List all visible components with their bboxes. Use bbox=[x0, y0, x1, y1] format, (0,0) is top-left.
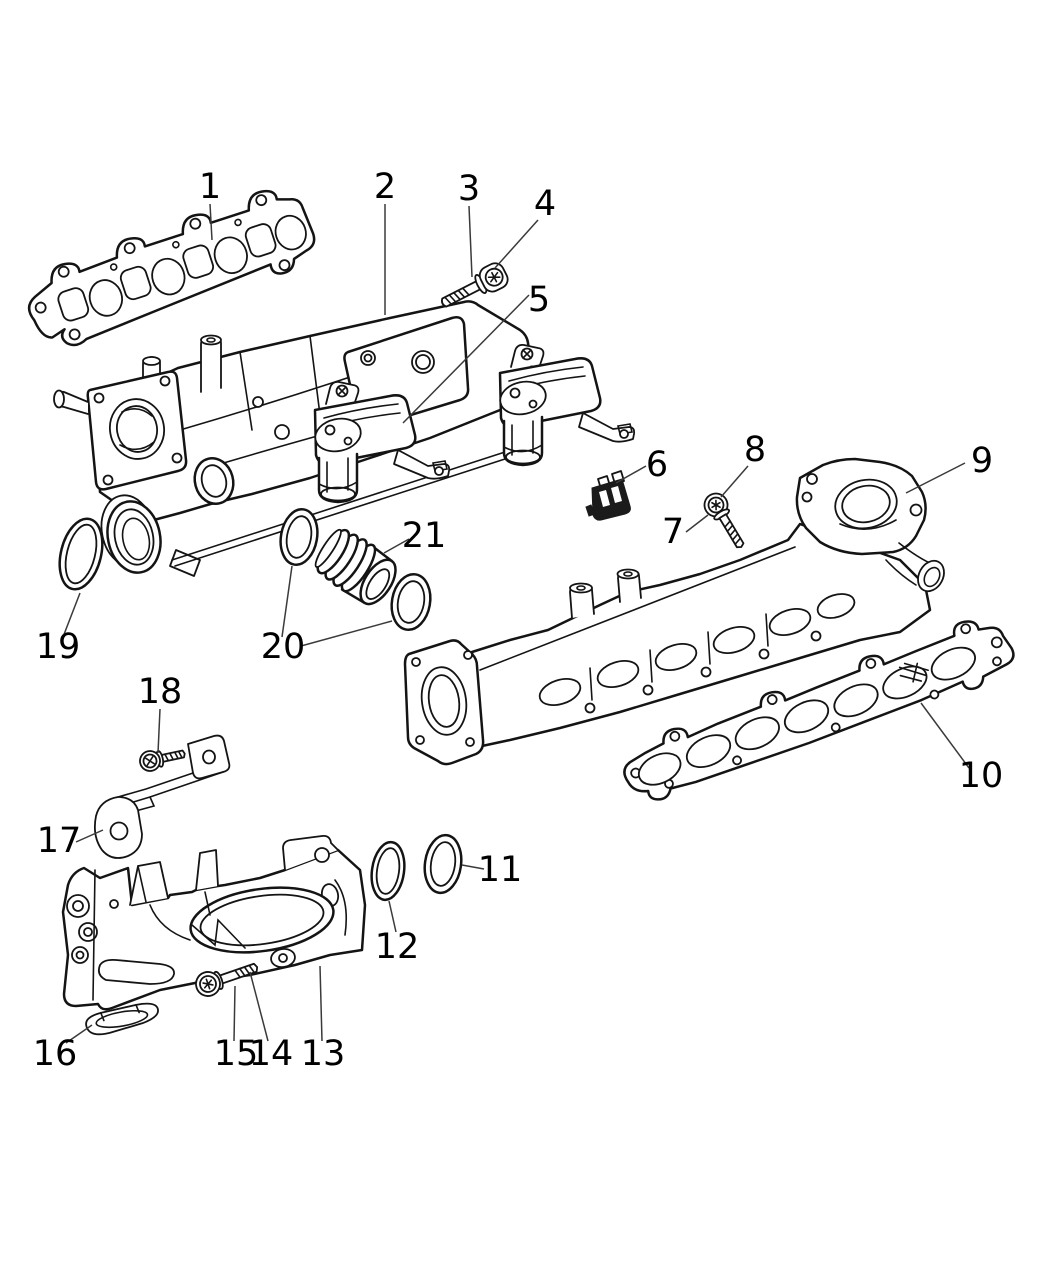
part-17-bracket bbox=[93, 734, 231, 859]
part-20-o-ring-b bbox=[390, 572, 432, 632]
callout-13: 13 bbox=[301, 1034, 346, 1074]
leader-18 bbox=[157, 708, 161, 754]
callout-17: 17 bbox=[37, 821, 82, 861]
part-9-intake-manifold-right bbox=[403, 457, 945, 766]
callout-18: 18 bbox=[138, 672, 183, 712]
callout-10: 10 bbox=[959, 756, 1004, 796]
callout-1: 1 bbox=[199, 167, 221, 207]
part-1-gasket-upper bbox=[27, 189, 316, 347]
leader-5 bbox=[402, 294, 530, 424]
leader-12 bbox=[388, 900, 397, 933]
leader-17 bbox=[75, 829, 104, 843]
leader-lines bbox=[62, 203, 970, 1044]
leader-10 bbox=[920, 702, 970, 769]
part-12-o-ring bbox=[370, 840, 406, 902]
callout-20: 20 bbox=[261, 627, 306, 667]
leader-20a bbox=[281, 565, 293, 638]
callout-7: 7 bbox=[662, 512, 684, 552]
leader-4 bbox=[494, 219, 539, 269]
leader-8 bbox=[720, 465, 749, 498]
leader-16 bbox=[65, 1024, 93, 1044]
part-15-bolt bbox=[195, 962, 259, 997]
callout-3: 3 bbox=[458, 169, 480, 209]
part-20-o-ring-a bbox=[279, 507, 319, 567]
callout-5: 5 bbox=[528, 280, 550, 320]
part-18-bolt bbox=[139, 749, 186, 772]
part-11-o-ring bbox=[423, 833, 463, 895]
callout-2: 2 bbox=[374, 167, 396, 207]
callout-12: 12 bbox=[375, 927, 420, 967]
callout-11: 11 bbox=[478, 850, 523, 890]
part-13-intake-elbow-lower bbox=[61, 834, 367, 1011]
leader-15 bbox=[233, 985, 236, 1042]
callout-16: 16 bbox=[33, 1034, 78, 1074]
leader-3 bbox=[468, 205, 473, 278]
callout-21: 21 bbox=[402, 516, 447, 556]
leader-6 bbox=[615, 465, 647, 484]
leader-9 bbox=[905, 462, 966, 494]
leader-7 bbox=[685, 514, 709, 533]
callout-14: 14 bbox=[249, 1034, 294, 1074]
callout-labels: 1 2 3 4 5 6 7 8 9 10 11 12 13 14 15 16 1… bbox=[33, 167, 1004, 1074]
part-21-coupler bbox=[314, 528, 397, 606]
callout-4: 4 bbox=[534, 184, 556, 224]
part-6-connector bbox=[585, 470, 631, 521]
callout-15: 15 bbox=[214, 1034, 259, 1074]
part-10-gasket-lower bbox=[623, 620, 1015, 801]
leader-13 bbox=[319, 965, 323, 1042]
leader-14 bbox=[249, 971, 269, 1042]
leader-19 bbox=[62, 592, 81, 638]
leader-20b bbox=[300, 620, 393, 647]
part-19-o-ring bbox=[58, 517, 104, 591]
leader-1 bbox=[209, 203, 213, 241]
leader-11 bbox=[461, 864, 485, 870]
callout-6: 6 bbox=[646, 445, 668, 485]
callout-9: 9 bbox=[971, 441, 993, 481]
callout-19: 19 bbox=[36, 627, 81, 667]
leader-21 bbox=[383, 538, 410, 554]
part-16-cover-plate bbox=[85, 1002, 159, 1036]
callout-8: 8 bbox=[744, 430, 766, 470]
part-7-8-bolt bbox=[703, 492, 745, 549]
part-3-4-bolt bbox=[441, 262, 509, 308]
